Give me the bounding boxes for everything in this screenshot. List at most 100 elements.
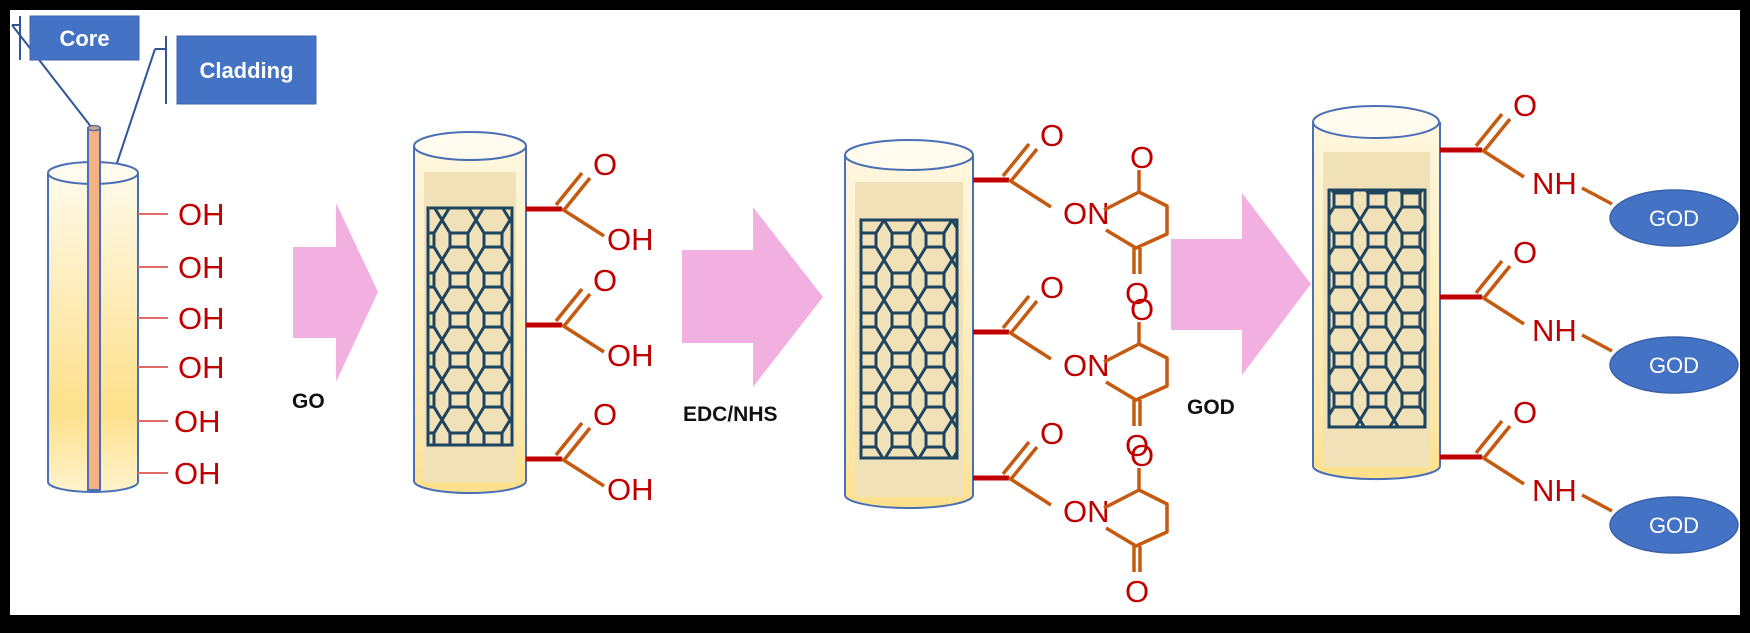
carbonyl-oxygen-label: O — [1040, 416, 1064, 451]
arrow-3-label: GOD — [1187, 396, 1235, 419]
single-bond — [1008, 330, 1052, 361]
carbonyl-double-bond — [1482, 117, 1512, 153]
single-bond — [1481, 455, 1525, 486]
arrow-2-label: EDC/NHS — [683, 403, 778, 426]
ester-on-label: ON — [1063, 196, 1110, 231]
core-callout: Core — [11, 15, 140, 129]
single-bond — [1481, 295, 1525, 326]
ester-on-label: ON — [1063, 494, 1110, 529]
succinimide-ring — [1103, 190, 1169, 250]
hydroxyl-group-label: OH — [174, 456, 221, 491]
god-enzyme-label: GOD — [1649, 513, 1699, 538]
fiber-core-rod — [87, 127, 101, 491]
carbonyl-double-bond — [554, 421, 584, 457]
step-4-god-fiber: O NH GOD O NH GOD O NH GOD — [1312, 88, 1739, 554]
enzyme-linker-bond — [1581, 333, 1613, 353]
god-enzyme-label: GOD — [1649, 353, 1699, 378]
god-enzyme-label: GOD — [1649, 206, 1699, 231]
fiber-core-top — [87, 124, 101, 132]
reaction-arrow-1: GO — [292, 203, 378, 413]
enzyme-linker-bond — [1581, 493, 1613, 513]
carbonyl-oxygen-label: O — [593, 263, 617, 298]
ring-oxygen-top-label: O — [1130, 140, 1154, 175]
ring-oxygen-bottom-label: O — [1125, 276, 1149, 311]
single-bond — [1481, 148, 1525, 179]
carbonyl-double-bond — [554, 171, 584, 207]
carbonyl-double-bond — [1474, 112, 1504, 148]
single-bond — [561, 207, 605, 238]
single-bond — [1008, 476, 1052, 507]
amine-nh-label: NH — [1532, 313, 1577, 348]
ester-on-label: ON — [1063, 348, 1110, 383]
ring-oxygen-bottom-label: O — [1125, 428, 1149, 463]
ring-oxygen-top-label: O — [1130, 438, 1154, 473]
go-cnt-lattice — [426, 206, 514, 447]
carbonyl-double-bond — [1009, 445, 1039, 481]
cladding-bracket — [155, 36, 167, 104]
carbonyl-double-bond — [1009, 299, 1039, 335]
hydroxyl-tail-label: OH — [607, 338, 654, 373]
amine-nh-label: NH — [1532, 166, 1577, 201]
hydroxyl-tail-label: OH — [607, 222, 654, 257]
hydroxyl-group-label: OH — [178, 197, 225, 232]
go-cylinder-top — [413, 131, 527, 161]
carbonyl-oxygen-label: O — [593, 397, 617, 432]
arrow-1-shape — [293, 203, 378, 382]
carbonyl-double-bond — [1482, 424, 1512, 460]
carbonyl-double-bond — [1001, 294, 1031, 330]
single-bond — [1008, 178, 1052, 209]
hydroxyl-group-label: OH — [178, 301, 225, 336]
step-2-go-fiber: O OH O OH O OH — [413, 131, 654, 507]
core-label-box — [29, 15, 140, 61]
reaction-arrow-3: GOD — [1171, 193, 1311, 419]
ring-oxygen-bottom-label: O — [1125, 574, 1149, 609]
carbonyl-oxygen-label: O — [1040, 270, 1064, 305]
step-1-fiber: OH OH OH OH OH OH — [47, 124, 225, 493]
carbonyl-oxygen-label: O — [1040, 118, 1064, 153]
carbonyl-double-bond — [554, 287, 584, 323]
carbonyl-oxygen-label: O — [1513, 235, 1537, 270]
arrow-3-shape — [1171, 193, 1311, 375]
hydroxyl-group-label: OH — [174, 404, 221, 439]
reaction-arrow-2: EDC/NHS — [682, 207, 823, 426]
carbonyl-double-bond — [1482, 264, 1512, 300]
hydroxyl-group-label: OH — [178, 350, 225, 385]
nhs-cylinder-top — [844, 139, 974, 171]
carbonyl-double-bond — [1474, 259, 1504, 295]
god-enzyme — [1609, 336, 1739, 394]
succinimide-ring — [1103, 488, 1169, 548]
carbonyl-double-bond — [562, 176, 592, 212]
god-enzyme — [1609, 496, 1739, 554]
core-leader-line — [11, 24, 93, 129]
core-label: Core — [59, 26, 109, 51]
carbonyl-double-bond — [562, 426, 592, 462]
carbonyl-oxygen-label: O — [1513, 395, 1537, 430]
god-cylinder-top — [1312, 105, 1440, 139]
carbonyl-double-bond — [1009, 147, 1039, 183]
hydroxyl-tail-label: OH — [607, 472, 654, 507]
cladding-label-box — [176, 35, 317, 105]
carbonyl-oxygen-label: O — [593, 147, 617, 182]
cladding-callout: Cladding — [106, 35, 317, 194]
god-cnt-lattice — [1327, 188, 1427, 429]
ring-oxygen-top-label: O — [1130, 292, 1154, 327]
carbonyl-double-bond — [1001, 440, 1031, 476]
arrow-1-label: GO — [292, 390, 325, 413]
carbonyl-double-bond — [562, 292, 592, 328]
carbonyl-oxygen-label: O — [1513, 88, 1537, 123]
arrow-2-shape — [682, 207, 823, 387]
single-bond — [561, 323, 605, 354]
cladding-label: Cladding — [199, 58, 293, 83]
hydroxyl-group-label: OH — [178, 250, 225, 285]
carbonyl-double-bond — [1001, 142, 1031, 178]
succinimide-ring — [1103, 342, 1169, 402]
single-bond — [561, 457, 605, 488]
carbonyl-double-bond — [1474, 419, 1504, 455]
enzyme-linker-bond — [1581, 186, 1613, 206]
core-bracket — [12, 16, 21, 60]
nhs-cnt-lattice — [859, 218, 959, 460]
amine-nh-label: NH — [1532, 473, 1577, 508]
